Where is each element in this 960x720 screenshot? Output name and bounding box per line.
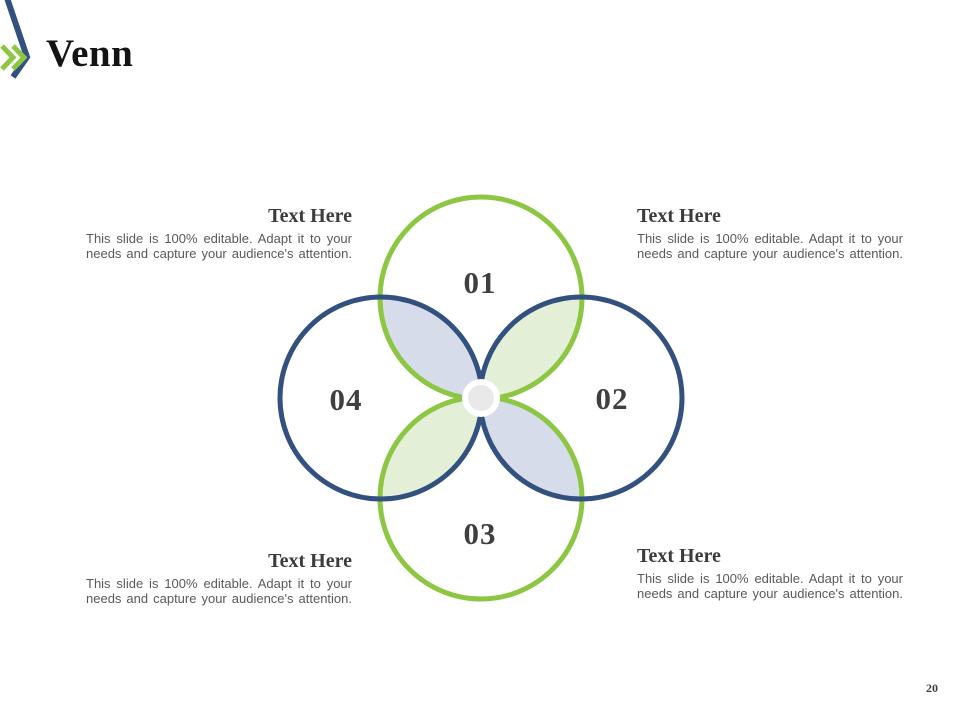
slide-title[interactable]: Venn [46,32,134,75]
venn-circle-03[interactable] [377,394,585,602]
petal-top-right [481,297,582,398]
center-hub-inner [468,385,494,411]
circle-label-03[interactable]: 03 [463,516,497,551]
text-block-top-right[interactable]: Text Here This slide is 100% editable. A… [637,204,903,261]
green-chevron-1 [0,44,17,71]
text-block-heading: Text Here [268,205,352,227]
text-block-heading: Text Here [637,545,721,567]
navy-diagonal-chevron [4,0,31,79]
text-block-body: This slide is 100% editable. Adapt it to… [637,571,903,601]
page-number: 20 [926,681,938,695]
petal-top-left [380,297,481,398]
petal-bottom-left [380,398,481,499]
text-block-heading: Text Here [268,550,352,572]
circle-label-04[interactable]: 04 [329,382,363,417]
text-block-body: This slide is 100% editable. Adapt it to… [637,231,903,261]
text-block-bottom-left[interactable]: Text Here This slide is 100% editable. A… [86,549,352,606]
text-block-bottom-right[interactable]: Text Here This slide is 100% editable. A… [637,544,903,601]
text-block-heading: Text Here [637,205,721,227]
text-block-top-left[interactable]: Text Here This slide is 100% editable. A… [86,204,352,261]
text-block-body: This slide is 100% editable. Adapt it to… [86,231,352,261]
text-block-body: This slide is 100% editable. Adapt it to… [86,576,352,606]
petal-bottom-right [481,398,582,499]
circle-label-02[interactable]: 02 [595,381,629,416]
green-chevron-2 [11,44,28,71]
chevron-decoration-icon [0,0,31,79]
circle-label-01[interactable]: 01 [463,265,497,300]
